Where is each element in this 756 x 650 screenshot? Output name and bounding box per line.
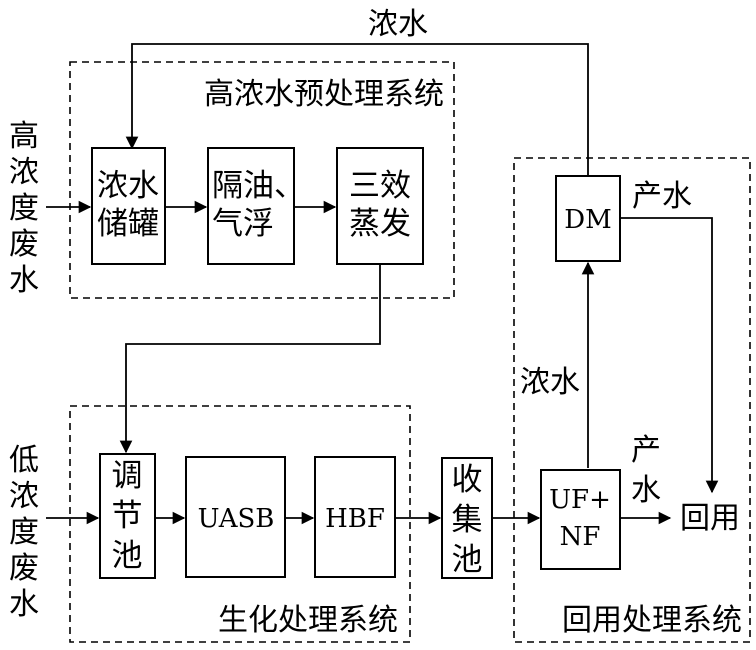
svg-text:调: 调 [112,458,143,494]
uf-nf-box: UF+ NF [540,469,621,570]
svg-text:高: 高 [9,119,39,154]
svg-text:集: 集 [452,502,483,538]
svg-text:度: 度 [9,515,39,550]
reuse-system-title: 回用处理系统 [562,603,742,638]
svg-text:收: 收 [452,462,483,498]
svg-text:蒸发: 蒸发 [349,206,411,242]
oil-removal-flotation-box: 隔油、 气浮 [207,147,305,265]
low-concentration-input-label: 低 浓 度 废 水 [9,443,39,622]
pretreatment-system-title: 高浓水预处理系统 [204,77,444,112]
svg-text:水: 水 [9,587,39,622]
regulating-tank-box: 调 节 池 [99,453,156,579]
ufnf-product-water-label-1: 产 [631,433,661,468]
uasb-box: UASB [185,456,286,578]
biochemical-system-group [69,405,411,643]
hbf-box: HBF [314,456,396,578]
svg-text:浓: 浓 [9,155,39,190]
svg-text:气浮: 气浮 [212,206,274,242]
svg-text:HBF: HBF [325,504,385,534]
svg-text:池: 池 [452,542,483,578]
svg-text:浓水: 浓水 [97,168,159,204]
svg-text:三效: 三效 [349,168,411,204]
svg-text:节: 节 [112,498,143,534]
storage-tank-box: 浓水 储罐 [91,147,166,265]
ufnf-product-water-label-2: 水 [631,473,661,508]
svg-text:废: 废 [9,551,39,586]
svg-text:度: 度 [9,191,39,226]
svg-text:隔油、: 隔油、 [212,168,305,204]
svg-text:UASB: UASB [198,504,275,534]
dm-concentrate-recycle-line [125,43,589,176]
dm-product-water-label: 产水 [632,179,692,214]
triple-effect-evaporation-box: 三效 蒸发 [336,147,424,265]
svg-text:UF+: UF+ [549,485,611,515]
svg-text:浓: 浓 [9,479,39,514]
collection-tank-box: 收 集 池 [441,457,493,579]
ufnf-concentrate-label: 浓水 [520,365,580,400]
dm-to-reuse-line [620,217,719,494]
svg-text:废: 废 [9,227,39,262]
evaporation-to-regulating-line [119,265,381,454]
svg-text:低: 低 [9,443,39,478]
top-concentrate-label: 浓水 [368,7,428,42]
reuse-output-label: 回用 [680,501,740,536]
pretreatment-system-group [69,61,455,299]
svg-text:NF: NF [560,522,601,552]
biochemical-system-title: 生化处理系统 [218,603,398,638]
svg-text:储罐: 储罐 [97,206,159,242]
svg-text:DM: DM [564,205,611,235]
svg-text:水: 水 [9,263,39,298]
svg-text:池: 池 [112,538,143,574]
dm-box: DM [555,175,621,262]
high-concentration-input-label: 高 浓 度 废 水 [9,119,39,298]
